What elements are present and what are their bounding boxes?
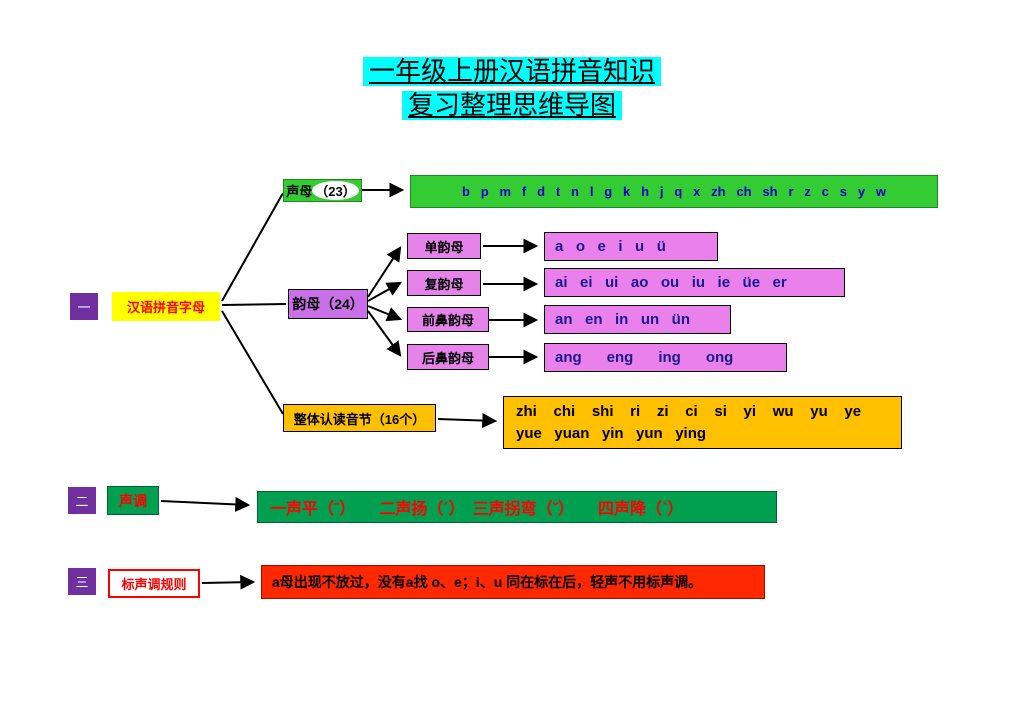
- bar-tone-rule: a母出现不放过，没有a找 o、e；i、u 同在标在后，轻声不用标声调。: [261, 565, 765, 599]
- node-back-nasal-finals: 后鼻韵母: [407, 344, 489, 370]
- node-shengmu-count: （23）: [312, 181, 359, 200]
- node-compound-finals: 复韵母: [407, 270, 481, 296]
- bar-back-nasal-finals-letters: ang eng ing ong: [555, 349, 734, 366]
- bar-front-nasal-finals: an en in un ün: [544, 305, 731, 334]
- bar-initials-letters: b p m f d t n l g k h j q x zh ch sh r z…: [461, 184, 886, 199]
- bar-whole-syllables-line1: zhi chi shi ri zi ci si yi wu yu ye: [516, 402, 862, 420]
- bar-compound-finals: ai ei ui ao ou iu ie üe er: [544, 268, 845, 297]
- node-shengmu-text: 声母: [286, 184, 313, 199]
- node-tone-rule: 标声调规则: [108, 569, 200, 598]
- bar-back-nasal-finals: ang eng ing ong: [544, 343, 787, 372]
- node-yunmu: 韵母（24）: [288, 289, 368, 319]
- diagram-title: 一年级上册汉语拼音知识 复习整理思维导图: [0, 57, 1024, 125]
- bar-whole-syllables-line2: yue yuan yin yun ying: [516, 424, 707, 442]
- section-index-2: 二: [68, 487, 96, 514]
- node-simple-finals: 单韵母: [407, 233, 481, 259]
- bar-tones-text: 一声平（ˉ） 二声扬（ˊ） 三声拐弯（ˇ） 四声降（ˋ）: [270, 501, 684, 518]
- bar-simple-finals: a o e i u ü: [544, 232, 718, 261]
- title-line-1: 一年级上册汉语拼音知识: [362, 57, 661, 86]
- title-line-2: 复习整理思维导图: [401, 91, 622, 120]
- node-tones: 声调: [107, 486, 159, 515]
- section-index-3: 三: [68, 568, 96, 595]
- node-whole-syllables: 整体认读音节（16个）: [283, 404, 436, 432]
- bar-compound-finals-letters: ai ei ui ao ou iu ie üe er: [555, 274, 787, 291]
- bar-simple-finals-letters: a o e i u ü: [555, 238, 666, 255]
- bar-whole-syllables: zhi chi shi ri zi ci si yi wu yu ye yue …: [503, 396, 902, 449]
- node-shengmu: 声母 （23）: [283, 179, 362, 202]
- bar-front-nasal-finals-letters: an en in un ün: [555, 311, 690, 328]
- bar-initials: b p m f d t n l g k h j q x zh ch sh r z…: [410, 175, 938, 208]
- bar-tones: 一声平（ˉ） 二声扬（ˊ） 三声拐弯（ˇ） 四声降（ˋ）: [257, 491, 777, 523]
- node-front-nasal-finals: 前鼻韵母: [407, 307, 489, 332]
- root-node-pinyin-letters: 汉语拼音字母: [112, 292, 220, 321]
- section-index-1: 一: [70, 293, 98, 320]
- bar-tone-rule-text: a母出现不放过，没有a找 o、e；i、u 同在标在后，轻声不用标声调。: [272, 574, 703, 590]
